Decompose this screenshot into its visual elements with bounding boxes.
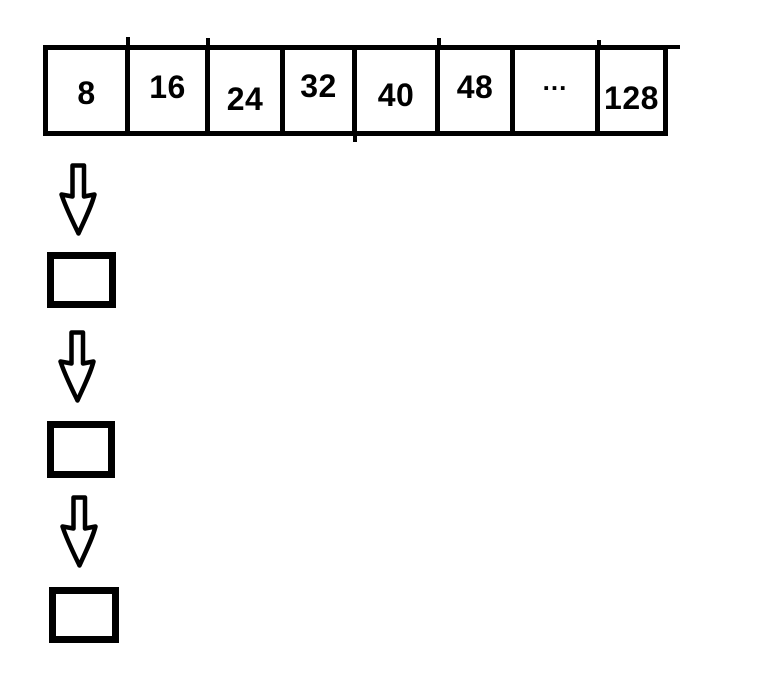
hand-drawn-tick <box>126 37 130 46</box>
size-cell-24: 24 <box>210 50 285 131</box>
size-cell-label: 48 <box>456 69 494 105</box>
size-cell-label: 40 <box>377 77 415 113</box>
size-cell-40: 40 <box>357 50 440 131</box>
empty-box <box>47 252 116 308</box>
size-cell-32: 32 <box>285 50 357 131</box>
size-cell-label: 24 <box>226 81 264 117</box>
size-cell-label: ... <box>542 66 568 96</box>
size-cell-128: 128 <box>600 50 663 131</box>
size-cell-label: 32 <box>300 68 337 104</box>
hand-drawn-tick <box>437 38 441 47</box>
hand-drawn-tick <box>206 38 210 47</box>
empty-box <box>47 421 115 478</box>
hand-drawn-tick <box>353 133 357 142</box>
hand-drawn-tick <box>668 45 680 49</box>
down-arrow-icon <box>60 495 98 568</box>
size-cell-48: 48 <box>440 50 515 131</box>
size-cell-8: 8 <box>48 50 130 131</box>
down-arrow-icon <box>59 163 97 236</box>
size-cell-label: 16 <box>149 69 186 105</box>
size-cell-label: 128 <box>604 80 659 116</box>
down-arrow-icon <box>58 330 96 403</box>
size-class-row: 8 16 24 32 40 48 ... 128 <box>43 45 668 136</box>
size-cell-ellipsis: ... <box>515 50 600 131</box>
empty-box <box>49 587 119 643</box>
size-cell-16: 16 <box>130 50 210 131</box>
hand-drawn-tick <box>597 40 601 49</box>
size-cell-label: 8 <box>77 75 96 111</box>
